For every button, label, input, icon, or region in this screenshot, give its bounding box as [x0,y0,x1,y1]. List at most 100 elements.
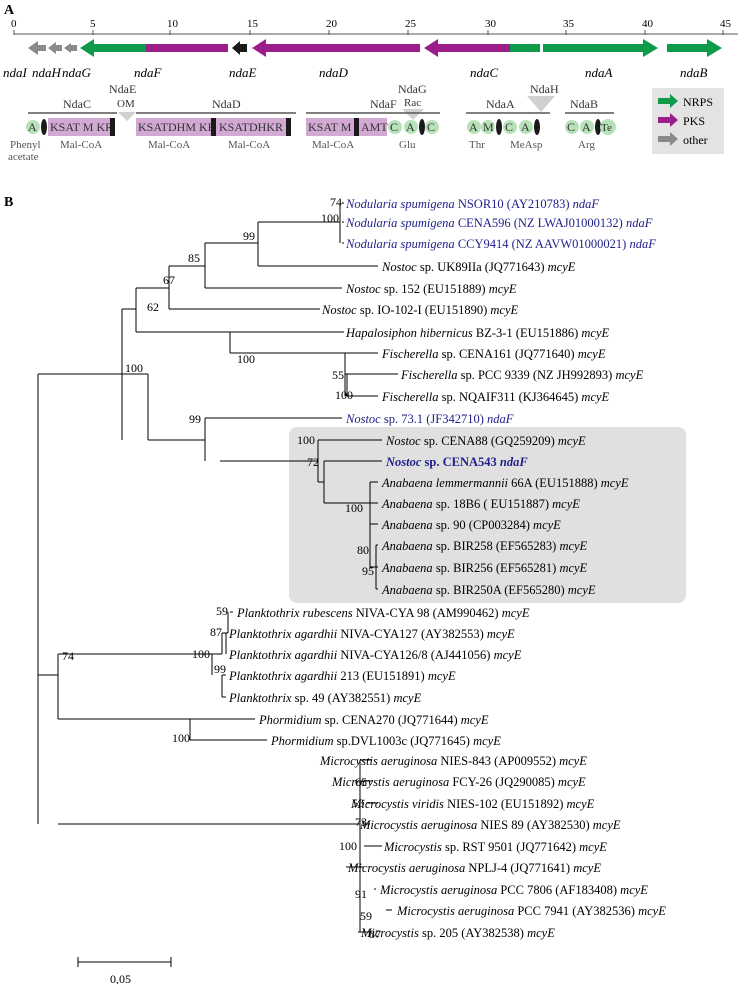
taxon-gene: mcyE [573,861,601,875]
gene-ndaD-arrow [252,39,420,57]
taxon-strain: sp. CENA543 [421,455,500,469]
taxon-genus: Planktothrix agardhii [228,648,338,662]
gene-label-ndaD: ndaD [319,65,349,80]
bootstrap-value: 55 [332,368,344,382]
taxon-gene: mcyE [527,926,555,940]
taxon-label-t32: Microcystis aeruginosa NPLJ-4 (JQ771641)… [347,861,601,875]
scale-tick-label: 10 [167,18,179,30]
taxon-gene: mcyE [494,648,522,662]
substrate-thr: Thr [469,139,485,151]
taxon-gene: mcyE [615,368,643,382]
taxon-genus: Microcystis aeruginosa [331,775,449,789]
bootstrap-value: 80 [357,543,369,557]
taxon-strain: NIES-102 (EU151892) [444,797,567,811]
taxon-gene: ndaF [573,197,600,211]
taxon-genus: Nostoc [385,455,422,469]
taxon-gene: mcyE [578,347,606,361]
domain-diagram: NdaC NdaE OM NdaD NdaF NdaG Rac NdaH Nda… [8,82,616,163]
taxon-label-t20: Planktothrix rubescens NIVA-CYA 98 (AM99… [236,606,530,620]
taxon-strain: sp. UK89IIa (JQ771643) [417,260,548,274]
gene-ndaE-arrow [232,41,247,55]
bootstrap-value: 100 [297,433,315,447]
gene-label-ndaC: ndaC [470,65,499,80]
taxon-genus: Anabaena [381,561,433,575]
taxon-strain: FCY-26 (JQ290085) [449,775,558,789]
taxon-label-t14: Anabaena lemmermannii 66A (EU151888) mcy… [381,476,629,490]
taxon-gene: ndaF [626,216,653,230]
scale-bar-label: 0,05 [110,972,131,984]
taxon-strain: NIVA-CYA 98 (AM990462) [353,606,502,620]
taxon-genus: Nodularia spumigena [345,237,455,251]
scale-bar: 0,05 [77,957,172,984]
scale-tick-label: 45 [720,18,732,30]
bootstrap-value: 100 [237,352,255,366]
taxon-label-t7: Hapalosiphon hibernicus BZ-3-1 (EU151886… [345,326,610,340]
taxon-strain: sp. 205 (AY382538) [419,926,527,940]
bootstrap-value: 100 [321,211,339,225]
taxon-gene: mcyE [581,326,609,340]
taxon-label-t35: Microcystis sp. 205 (AY382538) mcyE [360,926,555,940]
taxon-gene: mcyE [487,627,515,641]
gene-ndaA-arrow [543,39,658,57]
protein-label-ndaC: NdaC [63,97,91,111]
bootstrap-value: 100 [192,647,210,661]
bootstrap-value: 100 [345,501,363,515]
domain-ksatmkr: KSAT M KR [50,120,113,134]
taxon-label-t29: Microcystis viridis NIES-102 (EU151892) … [350,797,595,811]
taxon-label-t12: Nostoc sp. CENA88 (GQ259209) mcyE [385,434,586,448]
domain-a-ndaa: A [469,120,478,134]
gene-ndaG-arrow [64,43,77,53]
domain-ksatm: KSAT M [308,120,352,134]
taxon-gene: ndaF [500,455,528,469]
taxon-gene: mcyE [548,260,576,274]
taxon-genus: Microcystis aeruginosa [347,861,465,875]
taxon-strain: BZ-3-1 (EU151886) [473,326,582,340]
protein-label-rac: Rac [404,97,421,109]
taxon-gene: mcyE [393,691,421,705]
taxon-label-t25: Phormidium sp. CENA270 (JQ771644) mcyE [258,713,489,727]
domain-a2-ndaa: A [521,120,530,134]
taxon-genus: Nostoc [385,434,421,448]
taxon-gene: mcyE [593,818,621,832]
taxon-strain: sp. 49 (AY382551) [292,691,394,705]
phylogenetic-tree [37,202,398,933]
taxon-gene: mcyE [559,754,587,768]
taxon-label-t11: Nostoc sp. 73.1 (JF342710) ndaF [345,412,514,426]
taxon-genus: Planktothrix rubescens [236,606,353,620]
taxon-genus: Nostoc [381,260,417,274]
gene-label-ndaF: ndaF [134,65,163,80]
domain-amt: AMT [361,120,388,134]
taxon-genus: Microcystis [383,840,442,854]
taxon-gene: mcyE [638,904,666,918]
legend-other: other [683,133,708,147]
scale-tick-label: 25 [405,18,417,30]
taxon-gene: mcyE [489,282,517,296]
domain-ksatdhmkr: KSATDHM KR [138,120,216,134]
bootstrap-value: 95 [362,564,374,578]
taxon-strain: NSOR10 (AY210783) [455,197,573,211]
taxon-genus: Microcystis [360,926,419,940]
taxon-label-t10: Fischerella sp. NQAIF311 (KJ364645) mcyE [381,390,610,404]
taxon-gene: mcyE [558,434,586,448]
gene-ndaB-arrow [667,39,722,57]
taxon-gene: mcyE [552,497,580,511]
taxon-genus: Microcystis aeruginosa [396,904,514,918]
taxon-label-t16: Anabaena sp. 90 (CP003284) mcyE [381,518,561,532]
substrate-malcoa-3: Mal-CoA [228,139,270,151]
taxon-label-t5: Nostoc sp. 152 (EU151889) mcyE [345,282,517,296]
taxon-label-t15: Anabaena sp. 18B6 ( EU151887) mcyE [381,497,580,511]
taxon-gene: mcyE [568,583,596,597]
bootstrap-value: 59 [360,909,372,923]
taxon-genus: Planktothrix [228,691,292,705]
substrate-glu: Glu [399,139,416,151]
taxon-label-t21: Planktothrix agardhii NIVA-CYA127 (AY382… [228,627,515,641]
taxon-strain: PCC 7941 (AY382536) [514,904,638,918]
taxon-gene: mcyE [559,561,587,575]
bootstrap-value: 87 [369,927,381,941]
taxon-label-t6: Nostoc sp. IO-102-I (EU151890) mcyE [321,303,519,317]
domain-c-ndaf: C [390,120,398,134]
gene-ndaF-arrow-pks [146,44,228,52]
legend-pks: PKS [683,114,705,128]
taxon-strain: sp. RST 9501 (JQ771642) [442,840,579,854]
